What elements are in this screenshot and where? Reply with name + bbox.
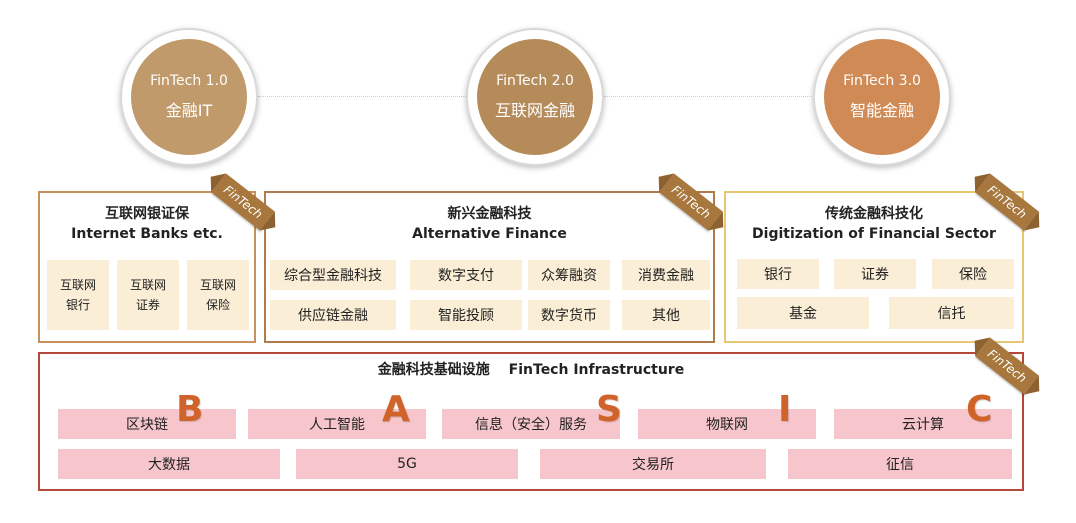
stage-subtitle: 智能金融: [849, 101, 914, 120]
letter-a: A: [382, 389, 410, 430]
stage-connector: [258, 96, 466, 97]
panel-title-cn: 新兴金融科技: [447, 206, 532, 222]
panel-title: 金融科技基础设施 FinTech Infrastructure: [377, 362, 685, 378]
panel-internet-banks: 互联网银证保 Internet Banks etc. 互联网 银行 互联网 证券…: [38, 191, 256, 343]
cell-line: 保险: [205, 298, 230, 312]
cell-alt-finance: 综合型金融科技: [270, 260, 396, 290]
cell-internet-insurance: 互联网 保险: [187, 260, 249, 330]
letter-i: I: [778, 389, 792, 430]
panel-digitization: 传统金融科技化 Digitization of Financial Sector…: [724, 191, 1024, 343]
panel-infrastructure: 金融科技基础设施 FinTech Infrastructure 区块链 人工智能…: [38, 352, 1024, 491]
cell-alt-finance: 数字支付: [410, 260, 522, 290]
stage-title: FinTech 3.0: [843, 73, 921, 89]
stage-title: FinTech 2.0: [496, 73, 574, 89]
letter-c: C: [966, 389, 993, 430]
panel-title-en: Digitization of Financial Sector: [752, 226, 996, 242]
cell-internet-securities: 互联网 证券: [117, 260, 179, 330]
cell-alt-finance: 供应链金融: [270, 300, 396, 330]
cell-line: 互联网: [199, 278, 236, 292]
panel-title-cn: 传统金融科技化: [825, 206, 923, 222]
stage-subtitle: 互联网金融: [494, 101, 575, 120]
cell-exchange: 交易所: [540, 449, 766, 479]
cell-info-security: 信息（安全）服务: [442, 409, 620, 439]
stage-fintech-2: FinTech 2.0 互联网金融: [466, 28, 604, 166]
cell-alt-finance: 众筹融资: [528, 260, 610, 290]
cell-traditional-finance: 基金: [737, 297, 869, 329]
panel-title-en: Internet Banks etc.: [71, 226, 223, 242]
cell-line: 证券: [135, 298, 160, 312]
stage-subtitle: 金融IT: [165, 101, 213, 120]
letter-s: S: [596, 389, 622, 430]
cell-traditional-finance: 银行: [737, 259, 819, 289]
stage-connector: [604, 96, 812, 97]
cell-5g: 5G: [296, 449, 518, 479]
stage-title: FinTech 1.0: [150, 73, 228, 89]
cell-big-data: 大数据: [58, 449, 280, 479]
cell-alt-finance: 智能投顾: [410, 300, 522, 330]
cell-blockchain: 区块链: [58, 409, 236, 439]
cell-traditional-finance: 保险: [932, 259, 1014, 289]
panel-title-cn: 互联网银证保: [105, 206, 189, 222]
cell-ai: 人工智能: [248, 409, 426, 439]
cell-cloud: 云计算: [834, 409, 1012, 439]
cell-line: 互联网: [59, 278, 96, 292]
cell-traditional-finance: 证券: [834, 259, 916, 289]
cell-iot: 物联网: [638, 409, 816, 439]
panel-alternative-finance: 新兴金融科技 Alternative Finance 综合型金融科技 数字支付 …: [264, 191, 715, 343]
panel-title-en: Alternative Finance: [412, 226, 567, 242]
cell-alt-finance: 消费金融: [622, 260, 710, 290]
cell-line: 银行: [65, 298, 90, 312]
cell-alt-finance: 数字货币: [528, 300, 610, 330]
stage-fintech-3: FinTech 3.0 智能金融: [813, 28, 951, 166]
stage-fintech-1: FinTech 1.0 金融IT: [120, 28, 258, 166]
cell-credit: 征信: [788, 449, 1012, 479]
cell-alt-finance: 其他: [622, 300, 710, 330]
cell-line: 互联网: [129, 278, 166, 292]
letter-b: B: [176, 389, 204, 430]
cell-traditional-finance: 信托: [889, 297, 1014, 329]
cell-internet-bank: 互联网 银行: [47, 260, 109, 330]
